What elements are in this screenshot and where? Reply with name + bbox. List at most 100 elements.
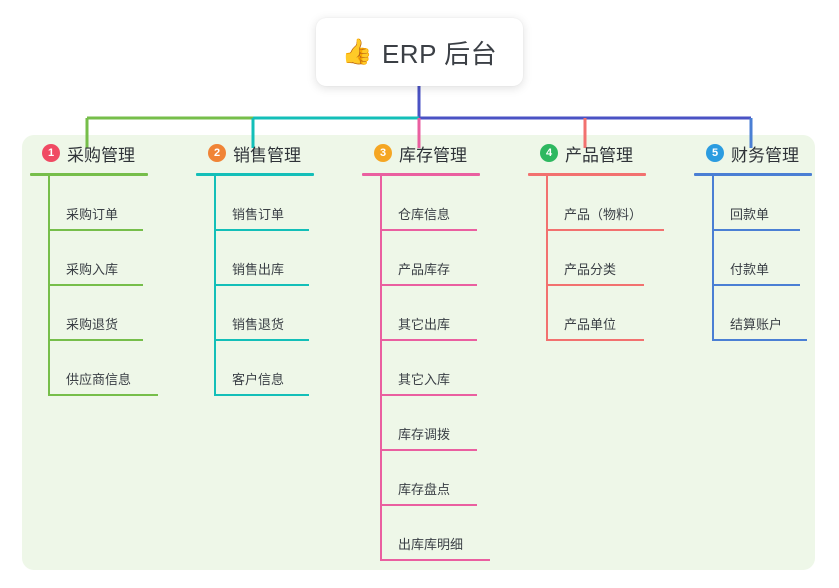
- list-item-underline: [546, 284, 644, 286]
- list-item-label: 产品（物料）: [564, 207, 643, 222]
- list-item-underline: [546, 229, 664, 231]
- column-title-2: 销售管理: [233, 145, 301, 165]
- list-item[interactable]: 采购退货: [48, 286, 148, 341]
- list-item[interactable]: 销售订单: [214, 176, 314, 231]
- list-item[interactable]: 产品（物料）: [546, 176, 664, 231]
- list-item-underline: [214, 394, 309, 396]
- list-item-label: 结算账户: [730, 317, 783, 332]
- list-item[interactable]: 仓库信息: [380, 176, 480, 231]
- column-underline-3: [362, 173, 480, 176]
- list-item-label: 产品单位: [564, 317, 617, 332]
- list-item-underline: [380, 449, 477, 451]
- column-items-3: 仓库信息产品库存其它出库其它入库库存调拨库存盘点出库库明细: [362, 176, 490, 561]
- root-node[interactable]: 👍 ERP 后台: [316, 18, 523, 86]
- list-item-label: 产品库存: [398, 262, 451, 277]
- list-item-underline: [546, 339, 644, 341]
- list-item-underline: [712, 339, 807, 341]
- column-title-4: 产品管理: [565, 145, 633, 165]
- list-item-label: 采购订单: [66, 207, 119, 222]
- column-underline-4: [528, 173, 646, 176]
- column-spine-1: [48, 176, 50, 396]
- list-item-underline: [48, 229, 143, 231]
- list-item[interactable]: 其它入库: [380, 341, 480, 396]
- list-item-label: 客户信息: [232, 372, 285, 387]
- column-spine-2: [214, 176, 216, 396]
- column-title-1: 采购管理: [67, 145, 135, 165]
- list-item-label: 出库库明细: [398, 537, 464, 552]
- list-item-underline: [48, 394, 158, 396]
- column-spine-5: [712, 176, 714, 341]
- list-item[interactable]: 出库库明细: [380, 506, 490, 561]
- list-item-label: 付款单: [730, 262, 770, 277]
- list-item-underline: [380, 229, 477, 231]
- list-item-underline: [380, 559, 490, 561]
- list-item-label: 回款单: [730, 207, 770, 222]
- list-item-underline: [380, 284, 477, 286]
- list-item-label: 产品分类: [564, 262, 617, 277]
- list-item[interactable]: 供应商信息: [48, 341, 158, 396]
- column-4: 4 产品管理产品（物料） 产品分类产品单位: [528, 140, 664, 341]
- list-item[interactable]: 销售退货: [214, 286, 314, 341]
- column-header-3[interactable]: 3 库存管理: [362, 140, 480, 166]
- list-item-underline: [214, 229, 309, 231]
- list-item[interactable]: 销售出库: [214, 231, 314, 286]
- list-item[interactable]: 产品单位: [546, 286, 646, 341]
- diagram-panel: [22, 135, 815, 570]
- column-title-5: 财务管理: [731, 145, 799, 165]
- column-items-4: 产品（物料） 产品分类产品单位: [528, 176, 664, 341]
- column-underline-5: [694, 173, 812, 176]
- list-item-label: 采购退货: [66, 317, 119, 332]
- list-item-underline: [380, 394, 477, 396]
- column-underline-1: [30, 173, 148, 176]
- list-item[interactable]: 采购入库: [48, 231, 148, 286]
- list-item-label: 库存盘点: [398, 482, 451, 497]
- column-items-1: 采购订单采购入库采购退货供应商信息: [30, 176, 158, 396]
- list-item-label: 销售退货: [232, 317, 285, 332]
- list-item-label: 供应商信息: [66, 372, 132, 387]
- list-item[interactable]: 结算账户: [712, 286, 812, 341]
- list-item-label: 库存调拨: [398, 427, 451, 442]
- list-item[interactable]: 回款单: [712, 176, 812, 231]
- number-badge-1: 1: [42, 144, 60, 162]
- number-badge-5: 5: [706, 144, 724, 162]
- list-item-label: 销售订单: [232, 207, 285, 222]
- column-5: 5 财务管理回款单付款单结算账户: [694, 140, 812, 341]
- column-title-3: 库存管理: [399, 145, 467, 165]
- list-item-label: 其它入库: [398, 372, 451, 387]
- column-3: 3 库存管理仓库信息产品库存其它出库其它入库库存调拨库存盘点出库库明细: [362, 140, 490, 561]
- list-item[interactable]: 库存盘点: [380, 451, 480, 506]
- list-item-underline: [214, 339, 309, 341]
- list-item[interactable]: 库存调拨: [380, 396, 480, 451]
- list-item[interactable]: 客户信息: [214, 341, 314, 396]
- list-item-underline: [380, 339, 477, 341]
- number-badge-3: 3: [374, 144, 392, 162]
- list-item-underline: [48, 284, 143, 286]
- column-spine-4: [546, 176, 548, 341]
- column-header-4[interactable]: 4 产品管理: [528, 140, 646, 166]
- page-title: ERP 后台: [381, 38, 498, 69]
- list-item-label: 其它出库: [398, 317, 451, 332]
- list-item[interactable]: 产品分类: [546, 231, 646, 286]
- column-underline-2: [196, 173, 314, 176]
- column-header-1[interactable]: 1 采购管理: [30, 140, 148, 166]
- list-item-label: 仓库信息: [398, 207, 451, 222]
- list-item[interactable]: 付款单: [712, 231, 812, 286]
- list-item-underline: [48, 339, 143, 341]
- column-1: 1 采购管理采购订单采购入库采购退货供应商信息: [30, 140, 158, 396]
- column-items-5: 回款单付款单结算账户: [694, 176, 812, 341]
- list-item-underline: [214, 284, 309, 286]
- thumbs-up-icon: 👍: [341, 37, 373, 66]
- list-item[interactable]: 采购订单: [48, 176, 148, 231]
- column-spine-3: [380, 176, 382, 561]
- list-item[interactable]: 其它出库: [380, 286, 480, 341]
- list-item-underline: [380, 504, 477, 506]
- list-item-underline: [712, 284, 800, 286]
- number-badge-4: 4: [540, 144, 558, 162]
- column-header-5[interactable]: 5 财务管理: [694, 140, 812, 166]
- list-item[interactable]: 产品库存: [380, 231, 480, 286]
- list-item-label: 销售出库: [232, 262, 285, 277]
- list-item-underline: [712, 229, 800, 231]
